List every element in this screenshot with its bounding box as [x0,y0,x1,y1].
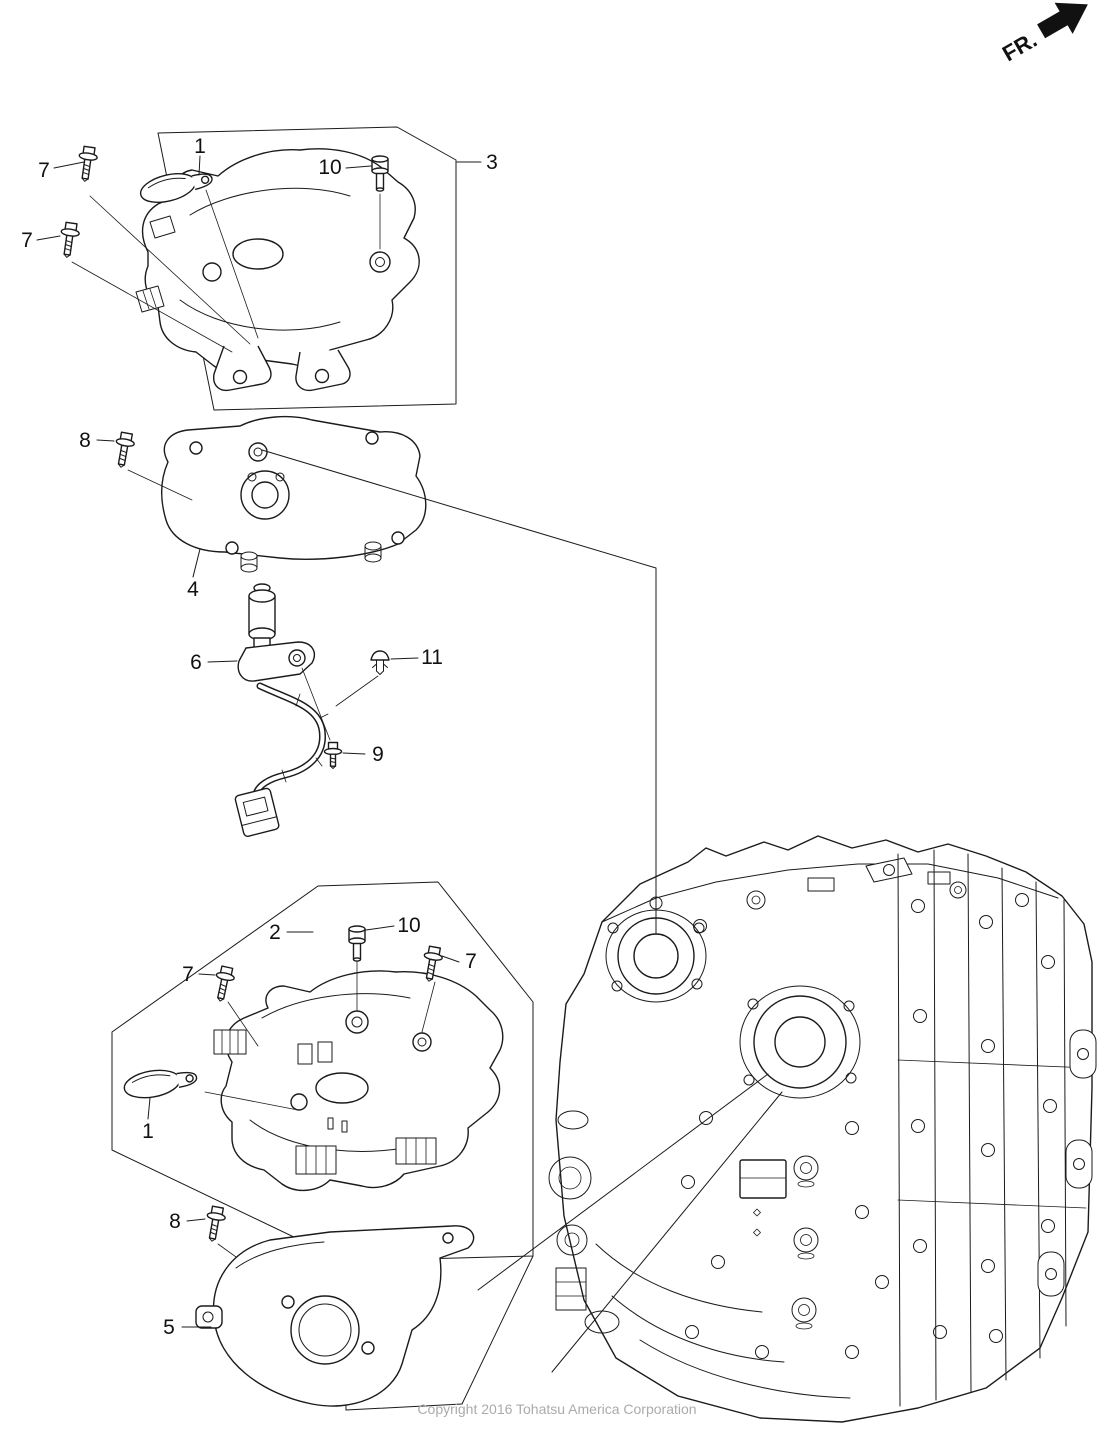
part-3-top-cover-drawing [135,148,420,392]
front-direction-mark: FR. [998,2,1088,66]
part-8-flange-bolt-top-icon [111,430,137,470]
part-7-flange-bolt-lower-a-icon [210,964,237,1004]
callout-5: 5 [163,1316,175,1339]
callout-11: 11 [421,646,443,669]
callout-1-lower: 1 [142,1120,154,1143]
part-4-gasket-plate-drawing [161,415,427,573]
callout-7-top-a: 7 [38,159,50,182]
callout-8-lower: 8 [169,1210,181,1233]
assembly-lines-sensor [301,667,379,741]
part-2-lower-cover-drawing [213,970,504,1191]
callout-4: 4 [187,578,199,601]
part-6-sensor-drawing [234,583,329,837]
callout-8-top: 8 [79,429,91,452]
part-10-shoulder-bolt-lower-icon [348,925,366,962]
callout-7-lower-a: 7 [182,963,194,986]
callout-1-top: 1 [194,135,206,158]
engine-block-drawing [548,835,1097,1423]
fr-label: FR. [998,27,1041,66]
fr-arrow-icon [1037,2,1088,39]
part-1-seal-tag-lower-icon [121,1062,200,1103]
assembly-lines-top [71,189,381,353]
part-7-flange-bolt-top-a-icon [75,145,100,184]
part-11-clip-icon [370,650,390,676]
part-5-bracket-drawing [195,1225,475,1407]
mounting-leader-lines [261,449,783,1373]
callout-leader-lines [36,155,482,1328]
part-8-flange-bolt-lower-icon [202,1204,228,1244]
callout-10-lower: 10 [397,914,420,937]
callout-2: 2 [269,921,281,944]
callout-6: 6 [190,651,202,674]
part-group-3-boundary [157,126,457,411]
part-7-flange-bolt-top-b-icon [57,221,82,260]
copyright-text: Copyright 2016 Tohatsu America Corporati… [417,1401,696,1417]
callout-9: 9 [372,743,384,766]
callout-7-top-b: 7 [21,229,33,252]
callout-7-lower-b: 7 [465,950,477,973]
callout-3: 3 [486,151,498,174]
part-9-bolt-icon [323,741,343,770]
assembly-line-bolt8-top [127,469,193,501]
callout-10-top: 10 [318,156,341,179]
callout-numbers: 7 1 10 3 7 8 4 6 11 9 2 10 7 7 1 8 5 [21,135,498,1339]
